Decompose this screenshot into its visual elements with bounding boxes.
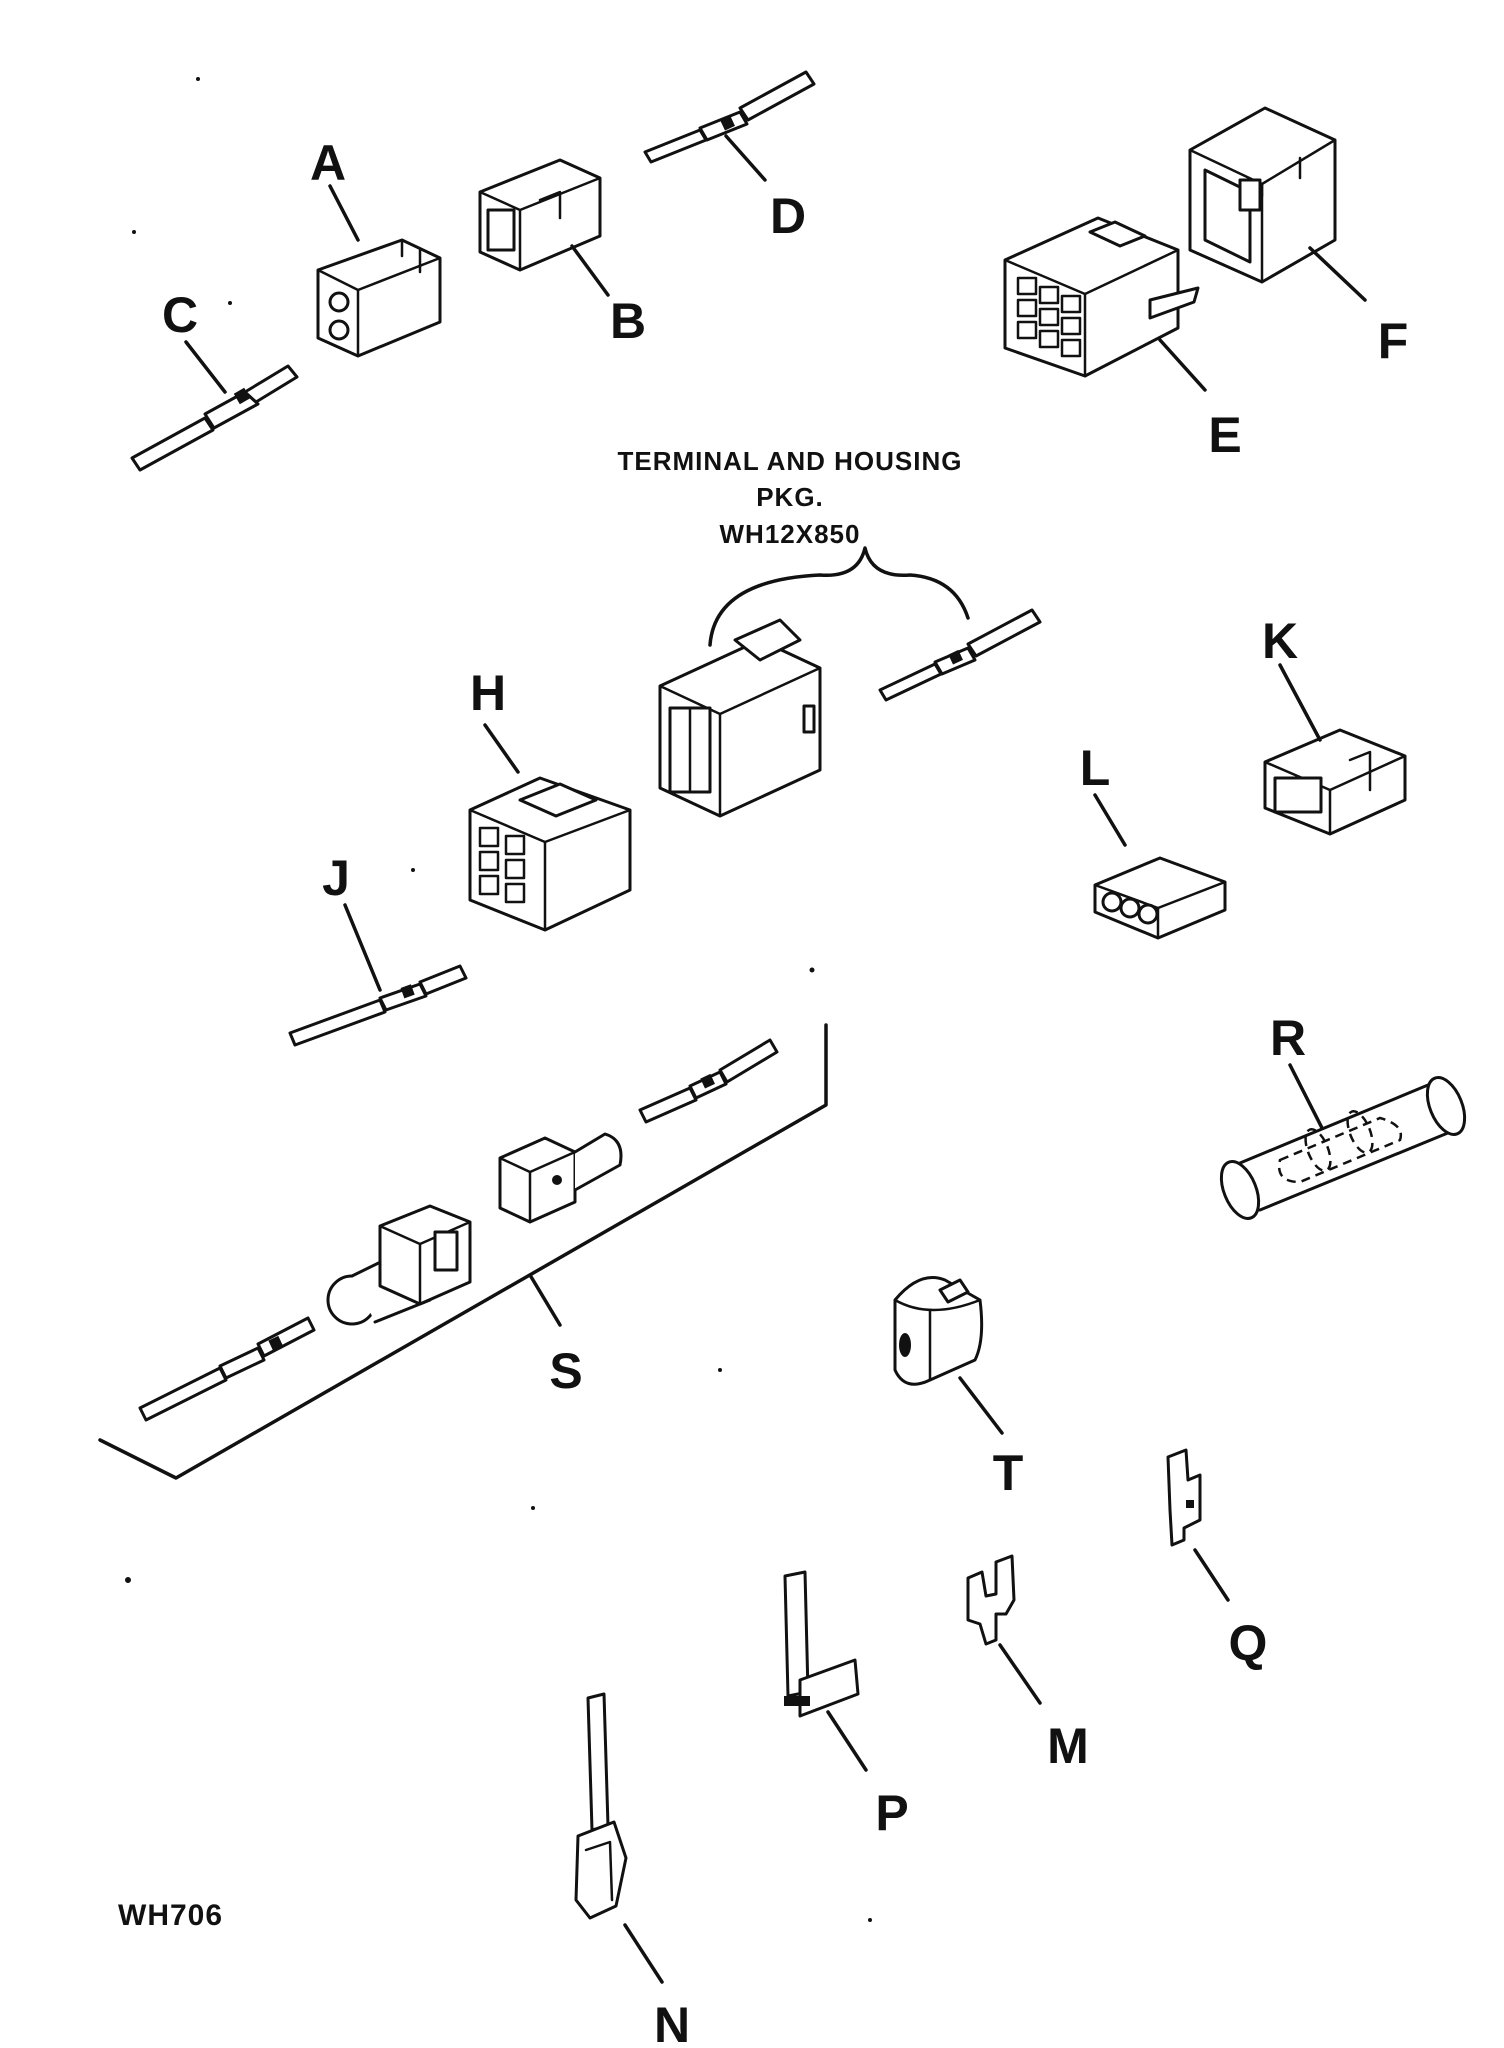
terminal-m (966, 1554, 1016, 1646)
inset-box-s (98, 1023, 828, 1480)
leader-e (1158, 338, 1207, 392)
housing-e (1003, 216, 1200, 378)
label-b: B (610, 293, 646, 349)
leader-j (343, 903, 382, 992)
housing-s-small (498, 1132, 623, 1224)
leader-p (826, 1710, 868, 1772)
label-c: C (162, 287, 198, 343)
label-q: Q (1229, 1615, 1268, 1671)
label-f: F (1378, 313, 1409, 369)
terminal-s-lower (138, 1316, 316, 1422)
label-d: D (770, 188, 806, 244)
terminal-q (1166, 1448, 1202, 1547)
label-j: J (322, 850, 350, 906)
terminal-s-upper (638, 1038, 779, 1124)
leader-l (1093, 793, 1127, 847)
label-t: T (993, 1445, 1024, 1501)
leader-b (570, 244, 610, 297)
housing-f (1188, 106, 1337, 284)
label-k: K (1262, 613, 1298, 669)
label-a: A (310, 135, 346, 191)
kit-brace (708, 546, 970, 647)
kit-part-number: WH12X850 (720, 519, 861, 549)
label-n: N (654, 1997, 690, 2048)
leader-f (1308, 246, 1367, 302)
label-l: L (1080, 740, 1111, 796)
housing-l (1093, 856, 1227, 940)
leader-r (1288, 1063, 1324, 1130)
leader-t (958, 1376, 1004, 1435)
housing-s-large (326, 1204, 472, 1326)
housing-k (1263, 728, 1407, 836)
leader-c (184, 340, 227, 394)
specks (125, 77, 872, 1922)
label-h: H (470, 665, 506, 721)
kit-label-line1: TERMINAL AND HOUSING (618, 446, 963, 476)
kit-housing (658, 618, 822, 818)
clip-t (893, 1276, 984, 1386)
terminal-n (574, 1692, 628, 1920)
terminal-d (643, 70, 816, 164)
housing-b (478, 158, 602, 272)
kit-label-line2: PKG. (756, 482, 824, 512)
label-e: E (1208, 407, 1241, 463)
leader-k (1278, 663, 1322, 742)
leader-a (328, 184, 360, 242)
terminal-p (783, 1570, 860, 1718)
leader-s (528, 1273, 562, 1327)
tube-r (1219, 1076, 1467, 1220)
housing-h (468, 776, 632, 932)
label-s: S (549, 1343, 582, 1399)
housing-a (316, 238, 442, 358)
label-m: M (1047, 1718, 1089, 1774)
terminal-c (130, 364, 299, 472)
leader-m (998, 1643, 1042, 1705)
kit-terminal (878, 608, 1042, 702)
terminal-j (288, 964, 468, 1047)
label-p: P (875, 1785, 908, 1841)
leader-n (623, 1923, 664, 1984)
figure-id: WH706 (118, 1899, 223, 1932)
leader-q (1193, 1548, 1230, 1602)
leader-h (483, 723, 520, 774)
label-r: R (1270, 1010, 1306, 1066)
leader-d (724, 134, 767, 182)
